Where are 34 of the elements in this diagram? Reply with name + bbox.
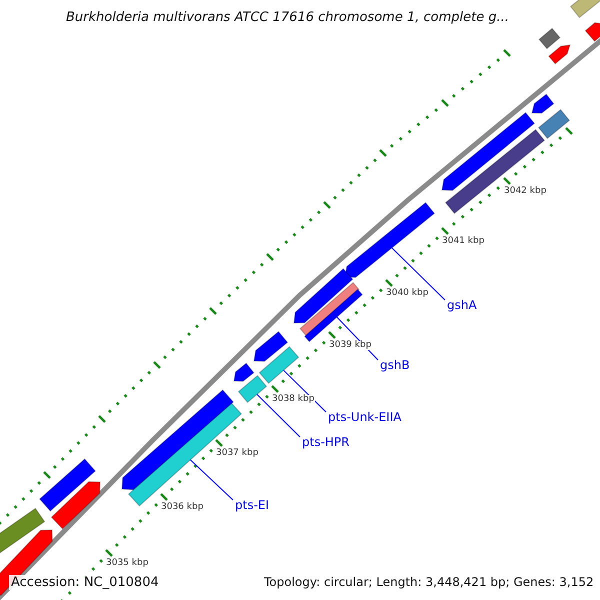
scale-label: 3037 kbp [215, 449, 260, 458]
accession-text: Accession: NC_010804 [9, 575, 161, 590]
gene-feature [548, 44, 571, 64]
scale-label: 3042 kbp [503, 187, 548, 196]
map-title: Burkholderia multivorans ATCC 17616 chromosome 1, complete g... [66, 11, 509, 24]
gene-feature [584, 22, 600, 42]
gene-label: pts-Unk-EIIA [328, 411, 402, 423]
gene-feature [39, 458, 96, 512]
gene-feature [253, 330, 288, 362]
leader-line [256, 394, 300, 438]
gene-label: gshB [380, 359, 410, 371]
gene-feature [531, 94, 554, 114]
scale-label: 3040 kbp [385, 289, 430, 298]
leader-line [283, 370, 326, 412]
scale-label: 3039 kbp [328, 341, 372, 350]
leader-line [391, 247, 446, 300]
leader-line [190, 459, 234, 500]
scale-label: 3041 kbp [441, 237, 486, 246]
gene-feature [293, 268, 354, 324]
gene-feature [444, 128, 546, 214]
gene-label: pts-EI [235, 499, 270, 511]
gene-feature [344, 202, 436, 278]
scale-label: 3038 kbp [271, 395, 316, 404]
scale-label: 3035 kbp [105, 559, 150, 568]
gene-feature [538, 28, 561, 50]
gene-label: gshA [447, 299, 477, 311]
gene-feature [570, 0, 600, 18]
gene-feature [50, 481, 101, 530]
scale-label: 3036 kbp [160, 503, 204, 512]
gene-feature [238, 374, 268, 404]
gene-label: pts-HPR [302, 436, 350, 448]
gene-feature [258, 346, 300, 384]
gene-feature [233, 362, 254, 382]
gene-feature [538, 108, 570, 140]
